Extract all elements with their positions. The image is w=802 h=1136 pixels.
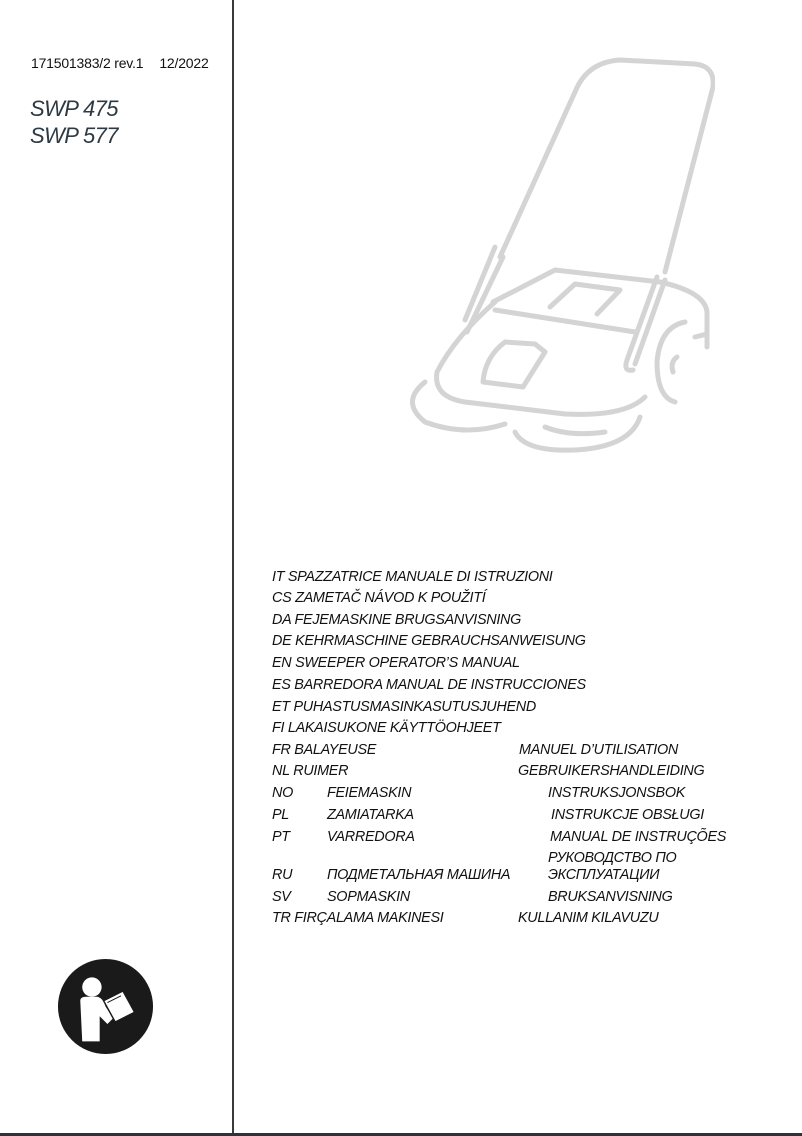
title-row-et: ET PUHASTUSMASINKASUTUSJUHEND [272,699,536,715]
title-row-sv: SV SOPMASKIN BRUKSANVISNING [272,889,673,905]
title-row-nl: NL RUIMER GEBRUIKERSHANDLEIDING [272,763,705,779]
model-name: SWP 577 [30,123,119,148]
floor-sweeper-illustration [410,57,715,453]
title-row-en: EN SWEEPER OPERATOR’S MANUAL [272,655,520,671]
doc-date: 12/2022 [159,55,209,71]
document-code: 171501383/2 rev.1 12/2022 [31,55,209,71]
title-row-ru: РУКОВОДСТВО ПО RU ПОДМЕТАЛЬНАЯ МАШИНА ЭК… [272,850,677,883]
bottom-border [0,1133,802,1136]
read-manual-icon [57,958,154,1055]
title-row-de: DE KEHRMASCHINE GEBRAUCHSANWEISUNG [272,633,586,649]
title-row-da: DA FEJEMASKINE BRUGSANVISNING [272,612,522,628]
model-names: SWP 475 SWP 577 [30,95,119,149]
title-row-pt: PT VARREDORA MANUAL DE INSTRUÇÕES [272,829,727,845]
title-row-pl: PL ZAMIATARKA INSTRUKCJE OBSŁUGI [272,807,704,823]
title-row-fr: FR BALAYEUSE MANUEL D’UTILISATION [272,742,678,758]
title-row-tr: TR FIRÇALAMA MAKINESI KULLANIM KILAVUZU [272,910,659,926]
doc-number: 171501383/2 rev.1 [31,55,144,71]
title-row-cs: CS ZAMETAČ NÁVOD K POUŽITÍ [272,590,486,606]
vertical-divider [232,0,234,1136]
title-row-fi: FI LAKAISUKONE KÄYTTÖOHJEET [272,720,501,736]
model-name: SWP 475 [30,96,119,121]
title-row-it: IT SPAZZATRICE MANUALE DI ISTRUZIONI [272,569,553,585]
title-row-no: NO FEIEMASKIN INSTRUKSJONSBOK [272,785,686,801]
title-row-es: ES BARREDORA MANUAL DE INSTRUCCIONES [272,677,586,693]
